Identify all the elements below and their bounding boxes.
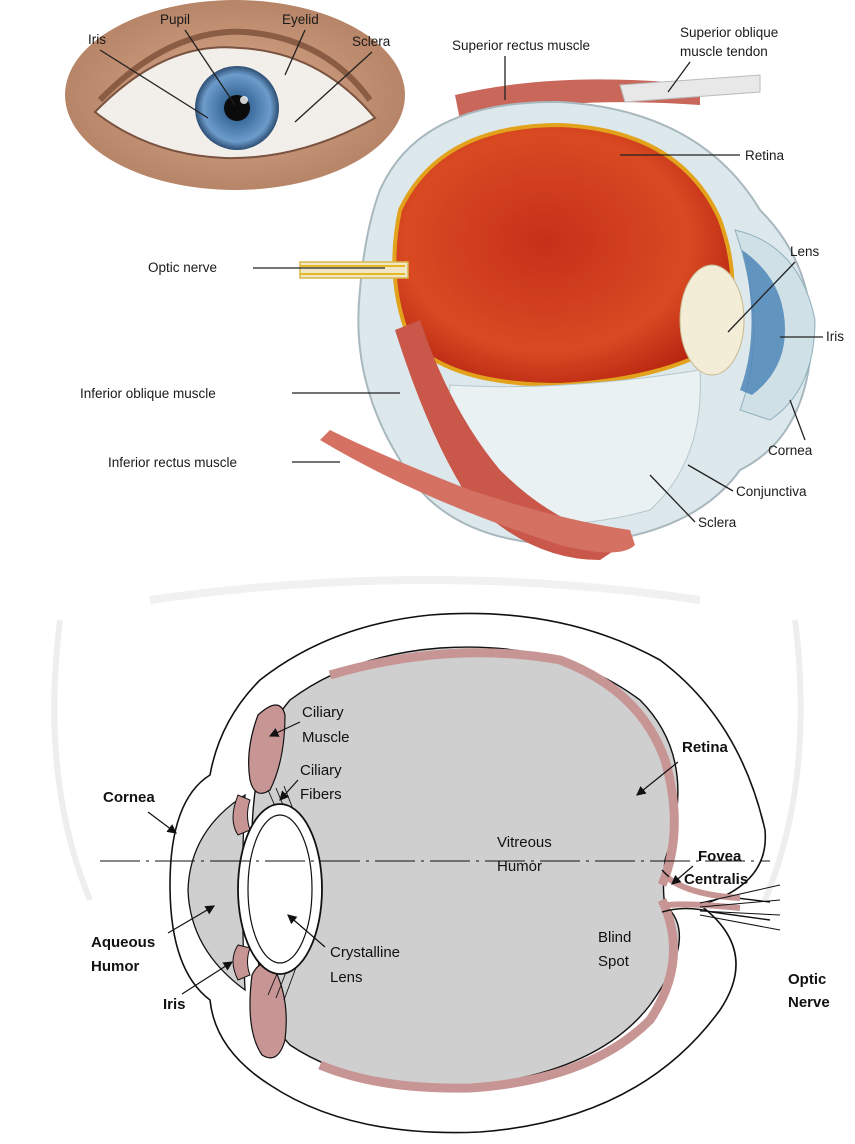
iris-upper bbox=[233, 795, 250, 835]
optic-nerve-bottom-label-1: Optic bbox=[788, 971, 826, 988]
vitreous-label-1: Vitreous bbox=[497, 834, 552, 851]
closeup-pupil-label: Pupil bbox=[160, 12, 190, 27]
closeup-sclera-label: Sclera bbox=[352, 34, 391, 49]
cornea-bottom-label: Cornea bbox=[103, 789, 155, 806]
optic-nerve-stalk bbox=[300, 262, 408, 278]
superior-oblique-label-line2: muscle tendon bbox=[680, 44, 768, 59]
vitreous-label-2: Humor bbox=[497, 858, 542, 875]
ciliary-fibers-label-1: Ciliary bbox=[300, 762, 342, 779]
sclera-top-label: Sclera bbox=[698, 515, 737, 530]
ciliary-muscle-label-2: Muscle bbox=[302, 729, 350, 746]
optic-nerve-bottom-label-2: Nerve bbox=[788, 994, 830, 1011]
iris-bottom-label: Iris bbox=[163, 996, 186, 1013]
eye-cross-section-diagram bbox=[100, 613, 780, 1132]
aqueous-label-1: Aqueous bbox=[91, 934, 155, 951]
closeup-iris-label: Iris bbox=[88, 32, 106, 47]
crystalline-lens-inner bbox=[248, 815, 312, 963]
fovea-label-1: Fovea bbox=[698, 848, 742, 865]
cornea-top-label: Cornea bbox=[768, 443, 813, 458]
retina-top-label: Retina bbox=[745, 148, 785, 163]
inferior-oblique-label: Inferior oblique muscle bbox=[80, 386, 216, 401]
ciliary-fibers-label-2: Fibers bbox=[300, 786, 342, 803]
blind-spot-label-1: Blind bbox=[598, 929, 631, 946]
retina-bottom-label: Retina bbox=[682, 739, 729, 756]
fovea-label-2: Centralis bbox=[684, 871, 748, 888]
blind-spot-label-2: Spot bbox=[598, 953, 630, 970]
aqueous-label-2: Humor bbox=[91, 958, 139, 975]
iris-cutaway-label: Iris bbox=[826, 329, 844, 344]
cornea-bottom-arrow bbox=[148, 812, 176, 833]
ciliary-muscle-label-1: Ciliary bbox=[302, 704, 344, 721]
lens-label: Lens bbox=[790, 244, 820, 259]
crystalline-lens-label-1: Crystalline bbox=[330, 944, 400, 961]
eye-closeup-photo bbox=[65, 0, 405, 190]
iris-lower bbox=[233, 945, 250, 980]
superior-oblique-label-line1: Superior oblique bbox=[680, 25, 778, 40]
closeup-eyelid-label: Eyelid bbox=[282, 12, 319, 27]
pupil-highlight bbox=[240, 96, 248, 104]
superior-rectus-label: Superior rectus muscle bbox=[452, 38, 590, 53]
optic-nerve-top-label: Optic nerve bbox=[148, 260, 217, 275]
crystalline-lens-label-2: Lens bbox=[330, 969, 363, 986]
inferior-rectus-label: Inferior rectus muscle bbox=[108, 455, 237, 470]
lens-body bbox=[680, 265, 744, 375]
conjunctiva-label: Conjunctiva bbox=[736, 484, 807, 499]
